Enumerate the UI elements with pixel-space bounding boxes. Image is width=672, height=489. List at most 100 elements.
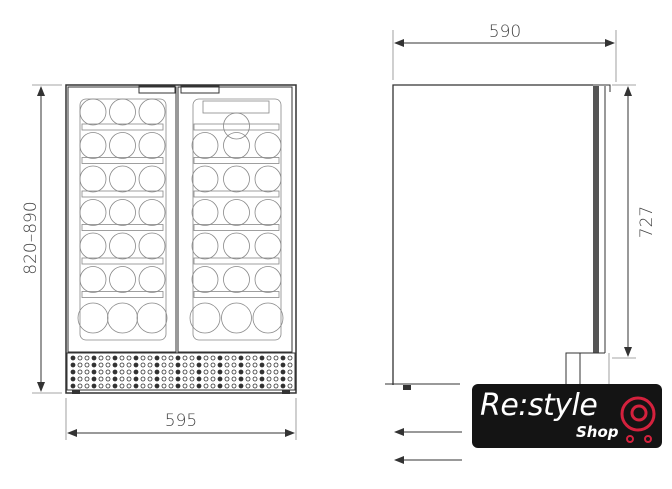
grille-hole [175, 355, 181, 361]
grille-hole [140, 362, 146, 368]
front-view: 820–890 595 [21, 84, 297, 440]
grille-hole [210, 376, 216, 382]
grille-hole [203, 362, 209, 368]
grille-hole [126, 355, 132, 361]
bottle [138, 199, 166, 226]
logo-sub-text: Shop [576, 423, 619, 441]
grille-hole [196, 362, 202, 368]
restyle-shop-logo: Re:style Shop [472, 384, 662, 448]
bottle [221, 302, 252, 334]
grille-hole [266, 369, 272, 375]
grille-hole [91, 369, 97, 375]
grille-hole [238, 355, 244, 361]
grille-hole [154, 376, 160, 382]
grille-hole [133, 369, 139, 375]
grille-hole [266, 383, 272, 389]
grille-hole [210, 383, 216, 389]
bottle [109, 98, 136, 126]
grille-hole [161, 369, 167, 375]
grille-hole [98, 362, 104, 368]
grille-hole [252, 369, 258, 375]
grille-hole [210, 362, 216, 368]
grille-hole [245, 369, 251, 375]
bottle [223, 199, 250, 226]
grille-hole [189, 362, 195, 368]
grille-hole [287, 369, 293, 375]
grille-hole [259, 383, 265, 389]
grille-hole [259, 362, 265, 368]
grille-hole [168, 362, 174, 368]
grille-hole [287, 376, 293, 382]
grille-hole [203, 369, 209, 375]
grille-hole [210, 369, 216, 375]
shelf [81, 123, 164, 131]
door-profile [593, 86, 599, 353]
grille-hole [203, 355, 209, 361]
left-door [67, 86, 177, 353]
ventilation-grille [66, 352, 296, 391]
bottle [79, 132, 107, 159]
grille-hole [84, 369, 90, 375]
bottle [254, 165, 282, 193]
grille-hole [252, 355, 258, 361]
grille-hole [126, 376, 132, 382]
bottle [189, 302, 221, 334]
shelf [193, 190, 280, 198]
grille-hole [196, 383, 202, 389]
grille-hole [252, 383, 258, 389]
bottle [138, 232, 166, 260]
shelf [193, 123, 280, 131]
grille-hole [238, 369, 244, 375]
grille-hole [175, 376, 181, 382]
bottle [109, 165, 136, 193]
grille-hole [147, 369, 153, 375]
grille-hole [280, 355, 286, 361]
grille-hole [280, 383, 286, 389]
grille-hole [84, 383, 90, 389]
grille-hole [98, 355, 104, 361]
grille-hole [203, 383, 209, 389]
grille-hole [84, 362, 90, 368]
bottle [223, 112, 250, 140]
grille-hole [175, 383, 181, 389]
grille-hole [168, 355, 174, 361]
depth-dimension-label: 590 [489, 22, 521, 42]
grille-hole [189, 369, 195, 375]
grille-hole [196, 355, 202, 361]
grille-hole [105, 355, 111, 361]
grille-hole [245, 376, 251, 382]
grille-hole [91, 355, 97, 361]
left-handle [138, 85, 176, 94]
grille-hole [259, 369, 265, 375]
bottle [79, 165, 107, 193]
grille-hole [140, 383, 146, 389]
grille-hole [147, 376, 153, 382]
grille-hole [210, 355, 216, 361]
grille-hole [70, 376, 76, 382]
grille-hole [224, 376, 230, 382]
grille-hole [245, 362, 251, 368]
grille-hole [175, 362, 181, 368]
grille-hole [133, 362, 139, 368]
bottle [109, 199, 136, 226]
grille-hole [70, 355, 76, 361]
bottle [136, 302, 168, 334]
height-dimension-label: 820–890 [21, 201, 41, 274]
grille-hole [196, 376, 202, 382]
bottle [109, 266, 136, 293]
grille-hole [273, 376, 279, 382]
grille-hole [154, 355, 160, 361]
grille-hole [280, 369, 286, 375]
grille-hole [133, 355, 139, 361]
grille-hole [224, 355, 230, 361]
grille-hole [245, 383, 251, 389]
bottle [191, 266, 219, 293]
grille-hole [182, 369, 188, 375]
grille-hole [161, 362, 167, 368]
grille-hole [259, 355, 265, 361]
grille-hole [119, 383, 125, 389]
grille-hole [70, 383, 76, 389]
grille-hole [231, 376, 237, 382]
door-height-dimension-label: 727 [637, 206, 657, 238]
grille-hole [154, 383, 160, 389]
